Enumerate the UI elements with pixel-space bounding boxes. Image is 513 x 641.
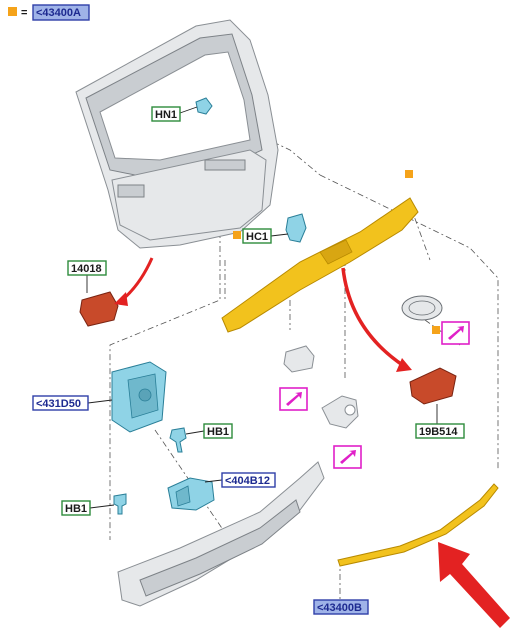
label-431d50: <431D50: [36, 398, 81, 410]
label-19b514: 19B514: [419, 426, 458, 438]
label-hb1-bottom: HB1: [65, 503, 87, 515]
label-404b12: <404B12: [225, 475, 270, 487]
orange-square-icon: [233, 231, 241, 239]
hn1-fastener: HN1: [151, 97, 213, 122]
red-pointer-arrow-icon: [438, 542, 510, 628]
magenta-arrow-reference-icon: [340, 450, 356, 464]
label-hn1: HN1: [155, 109, 177, 121]
badge-emblem: [401, 295, 470, 345]
label-14018: 14018: [71, 263, 102, 275]
magenta-arrow-reference-icon: [448, 326, 464, 340]
tailgate-trim-panel: [221, 170, 419, 333]
part-431d50: <431D50: [32, 361, 167, 433]
magenta-arrow-reference-icon: [286, 392, 302, 406]
red-pointer-arrow-icon: [341, 267, 405, 368]
red-pointer-arrow-icon: [121, 257, 154, 302]
hc1-clip: HC1: [233, 213, 307, 244]
legend-equals: =: [21, 7, 27, 19]
part-14018: 14018: [67, 257, 154, 327]
legend-code: <43400A: [36, 7, 81, 19]
hb1-bolt-top: HB1: [169, 423, 233, 453]
legend: = <43400A: [8, 4, 90, 21]
label-hc1: HC1: [246, 231, 268, 243]
release-switch: [321, 395, 362, 469]
label-hb1-top: HB1: [207, 426, 229, 438]
orange-square-icon: [432, 326, 440, 334]
orange-square-icon: [8, 7, 17, 16]
camera-module: [279, 345, 315, 411]
orange-square-icon: [405, 170, 413, 178]
rear-body-panel: [117, 461, 325, 607]
hb1-bolt-bottom: HB1: [61, 493, 127, 516]
part-43400b: <43400B: [313, 483, 510, 628]
tailgate: [75, 19, 279, 249]
part-404b12: <404B12: [167, 472, 276, 511]
label-43400b: <43400B: [317, 602, 362, 614]
part-19b514: 19B514: [341, 267, 465, 439]
legend-code-box: [32, 4, 90, 21]
